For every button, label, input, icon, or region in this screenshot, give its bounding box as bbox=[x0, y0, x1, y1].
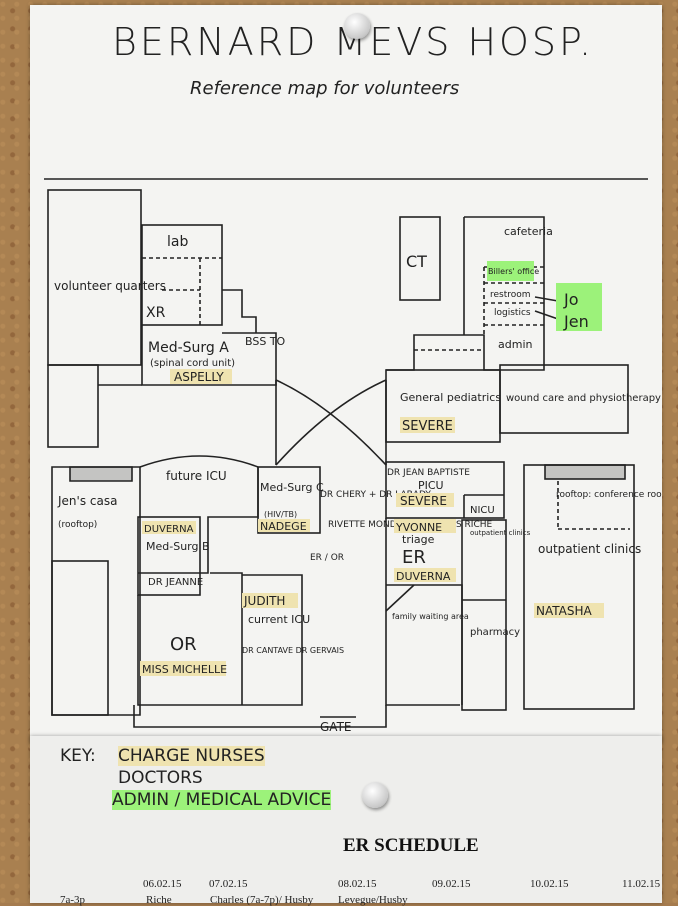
outpatient-clinics-label: outpatient clinics bbox=[538, 542, 641, 556]
floor-plan-walls bbox=[44, 178, 648, 742]
volunteer-quarters-label: volunteer quarters bbox=[54, 279, 166, 293]
admin-medical-advice-text: ADMIN / MEDICAL ADVICE bbox=[112, 790, 332, 810]
rooftop-conference-label: rooftop: conference room bbox=[556, 490, 662, 500]
jen-label: Jen bbox=[563, 312, 589, 331]
schedule-date-2: 07.02.15 bbox=[209, 878, 248, 890]
family-waiting-label: family waiting area bbox=[392, 612, 469, 621]
future-icu-label: future ICU bbox=[166, 469, 227, 483]
jo-label: Jo bbox=[563, 290, 579, 309]
key-admin: ADMIN / MEDICAL ADVICE bbox=[112, 790, 332, 810]
med-surg-c-label: Med-Surg C bbox=[260, 481, 324, 494]
icu-doctors: DR CANTAVE DR GERVAIS bbox=[242, 646, 344, 655]
map-subtitle: Reference map for volunteers bbox=[190, 78, 460, 99]
med-surg-b-nurse: DUVERNA bbox=[144, 524, 194, 535]
floor-plan: volunteer quarters lab XR Med-Surg A (sp… bbox=[44, 178, 662, 742]
general-pediatrics-label: General pediatrics bbox=[400, 391, 501, 404]
med-surg-a-label: Med-Surg A bbox=[148, 340, 229, 356]
map-paper bbox=[30, 5, 662, 743]
med-surg-c-doctors: DR CHERY + DR LABADY bbox=[320, 490, 431, 500]
er-label: ER bbox=[402, 547, 426, 568]
admin-label: admin bbox=[498, 338, 532, 351]
judith-label: JUDITH bbox=[243, 594, 285, 608]
cafeteria-label: cafeteria bbox=[504, 225, 553, 238]
schedule-date-1: 06.02.15 bbox=[143, 878, 182, 890]
schedule-cell-3: Levegue/Husby bbox=[338, 894, 408, 906]
logistics-label: logistics bbox=[494, 308, 531, 318]
restroom-label: restroom bbox=[490, 290, 531, 300]
key-label: KEY: bbox=[60, 746, 96, 766]
gate-label: GATE bbox=[320, 720, 352, 734]
aspelly-highlight bbox=[170, 369, 232, 384]
med-surg-a-nurse: ASPELLY bbox=[174, 370, 224, 384]
outpatient-nurse: NATASHA bbox=[536, 604, 593, 618]
pushpin-top bbox=[344, 13, 370, 39]
picu-nurse: SEVERE bbox=[400, 494, 447, 508]
jens-casa-label: Jen's casa bbox=[57, 494, 117, 508]
xr-label: XR bbox=[146, 305, 166, 321]
billers-office-highlight bbox=[487, 261, 534, 281]
er-or-label: ER / OR bbox=[310, 553, 344, 563]
nicu-label: NICU bbox=[470, 505, 495, 516]
schedule-date-6: 11.02.15 bbox=[622, 878, 661, 890]
ct-label: CT bbox=[406, 252, 427, 271]
billers-office-label: Billers' office bbox=[488, 267, 539, 276]
hiv-tb-label: (HIV/TB) bbox=[264, 510, 297, 519]
schedule-title: ER SCHEDULE bbox=[343, 835, 479, 856]
pharmacy-label: pharmacy bbox=[470, 627, 520, 638]
med-surg-a-doctor: BSS TO bbox=[245, 335, 286, 348]
key-charge-nurses: CHARGE NURSES bbox=[118, 746, 265, 766]
lab-label: lab bbox=[167, 234, 188, 250]
pushpin-bottom bbox=[362, 782, 388, 808]
picu-label: PICU bbox=[418, 479, 444, 492]
schedule-date-5: 10.02.15 bbox=[530, 878, 569, 890]
or-label: OR bbox=[170, 634, 197, 655]
outpatient-clinics-small-label: outpatient clinics bbox=[470, 529, 531, 537]
picu-doctor: DR JEAN BAPTISTE bbox=[387, 468, 470, 478]
med-surg-b-label: Med-Surg B bbox=[146, 540, 210, 553]
wound-care-label: wound care and physiotherapy bbox=[506, 393, 661, 404]
schedule-date-3: 08.02.15 bbox=[338, 878, 377, 890]
schedule-date-4: 09.02.15 bbox=[432, 878, 471, 890]
current-icu-label: current ICU bbox=[248, 613, 310, 626]
jens-casa-rooftop: (rooftop) bbox=[58, 520, 97, 530]
triage-nurse: YVONNE bbox=[395, 521, 442, 534]
schedule-row-label: 7a-3p bbox=[60, 894, 86, 906]
key-doctors: DOCTORS bbox=[118, 768, 203, 788]
general-pediatrics-nurse: SEVERE bbox=[402, 419, 453, 434]
schedule-cell-1: Riche bbox=[146, 894, 172, 906]
jo-jen-highlight bbox=[556, 283, 602, 331]
spinal-cord-unit-label: (spinal cord unit) bbox=[150, 358, 235, 369]
charge-nurses-text: CHARGE NURSES bbox=[118, 746, 265, 766]
er-nurse: DUVERNA bbox=[396, 570, 451, 583]
med-surg-c-nurse: NADEGE bbox=[260, 520, 307, 533]
med-surg-b-doctor: DR JEANNE bbox=[148, 577, 203, 588]
or-nurse: MISS MICHELLE bbox=[142, 663, 227, 676]
triage-label: triage bbox=[402, 533, 435, 546]
schedule-cell-2: Charles (7a-7p)/ Husby bbox=[210, 894, 314, 906]
